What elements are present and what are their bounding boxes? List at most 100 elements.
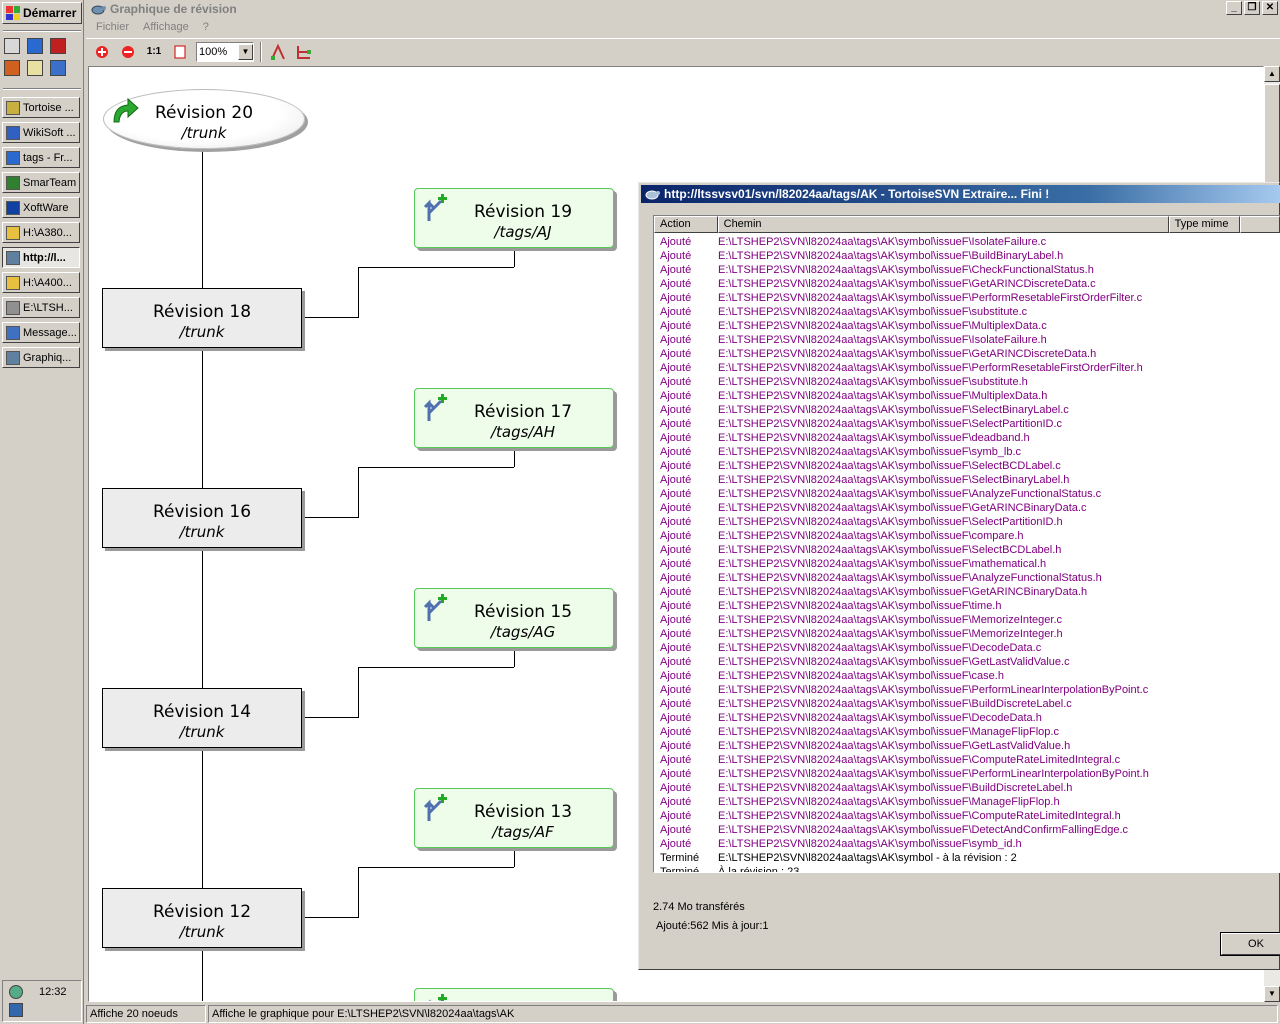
taskbar-button[interactable]: Tortoise ... [2, 97, 80, 118]
tag-node[interactable]: Révision 13 /tags/AF [414, 788, 614, 848]
notes-icon[interactable] [4, 38, 20, 54]
chevron-down-icon[interactable]: ▼ [238, 43, 253, 60]
zoom-in-button[interactable] [92, 42, 112, 62]
zoom-original-button[interactable]: 1:1 [144, 42, 164, 62]
scrollbar-thumb[interactable] [1264, 84, 1280, 184]
scroll-up-icon[interactable]: ▲ [1264, 66, 1280, 82]
column-action[interactable]: Action [654, 216, 718, 233]
tag-node[interactable]: Révision 17 /tags/AH [414, 388, 614, 448]
taskbar-button[interactable]: http://l... [2, 247, 80, 268]
fit-page-button[interactable] [170, 42, 190, 62]
globe-icon[interactable] [50, 60, 66, 76]
column-path[interactable]: Chemin [717, 216, 1169, 233]
start-button[interactable]: Démarrer [2, 2, 82, 24]
head-revision-node[interactable]: Révision 20 /trunk [103, 89, 305, 149]
zoom-out-button[interactable] [118, 42, 138, 62]
menu-affichage[interactable]: Affichage [143, 21, 189, 33]
tree-options-button[interactable] [294, 42, 314, 62]
revision-node[interactable]: Révision 18 /trunk [102, 288, 302, 348]
taskbar-button[interactable]: H:\A400... [2, 272, 80, 293]
close-button[interactable]: ✕ [1262, 1, 1278, 15]
taskbar-button[interactable]: H:\A380... [2, 222, 80, 243]
clock[interactable]: 12:32 [39, 986, 67, 998]
taskbar-button[interactable]: Graphiq... [2, 347, 80, 368]
maximize-button[interactable]: ❐ [1244, 1, 1260, 15]
graph-options-button[interactable] [268, 42, 288, 62]
revision-node[interactable]: Révision 16 /trunk [102, 488, 302, 548]
tray-network-icon[interactable] [9, 1003, 23, 1017]
taskbar-button[interactable]: E:\LTSH... [2, 297, 80, 318]
filezilla-icon[interactable] [50, 38, 66, 54]
scroll-down-icon[interactable]: ▼ [1264, 986, 1280, 1002]
revision-node[interactable]: Révision 12 /trunk [102, 888, 302, 948]
ok-button[interactable]: OK [1220, 932, 1280, 956]
taskbar-button[interactable]: Message... [2, 322, 80, 343]
minimize-button[interactable]: _ [1226, 1, 1242, 15]
tag-node-partial[interactable] [414, 988, 614, 1001]
taskbar-button[interactable]: WikiSoft ... [2, 122, 80, 143]
menu-fichier[interactable]: Fichier [96, 21, 130, 33]
taskbar-button[interactable]: XoftWare [2, 197, 80, 218]
taskbar-button[interactable]: tags - Fr... [2, 147, 80, 168]
tray-clock-icon[interactable] [9, 985, 23, 999]
zoom-select[interactable]: 100% ▼ [196, 41, 254, 62]
column-mime-type[interactable]: Type mime [1168, 216, 1241, 233]
tag-node[interactable]: Révision 15 /tags/AG [414, 588, 614, 648]
revision-node[interactable]: Révision 14 /trunk [102, 688, 302, 748]
tag-node[interactable]: Révision 19 /tags/AJ [414, 188, 614, 248]
shortcut-icon[interactable] [4, 60, 20, 76]
notepad-icon[interactable] [27, 60, 43, 76]
ie-icon[interactable] [27, 38, 43, 54]
menu-help[interactable]: ? [202, 21, 209, 33]
add-branch-icon [423, 194, 447, 221]
taskbar-button[interactable]: SmarTeam [2, 172, 80, 193]
